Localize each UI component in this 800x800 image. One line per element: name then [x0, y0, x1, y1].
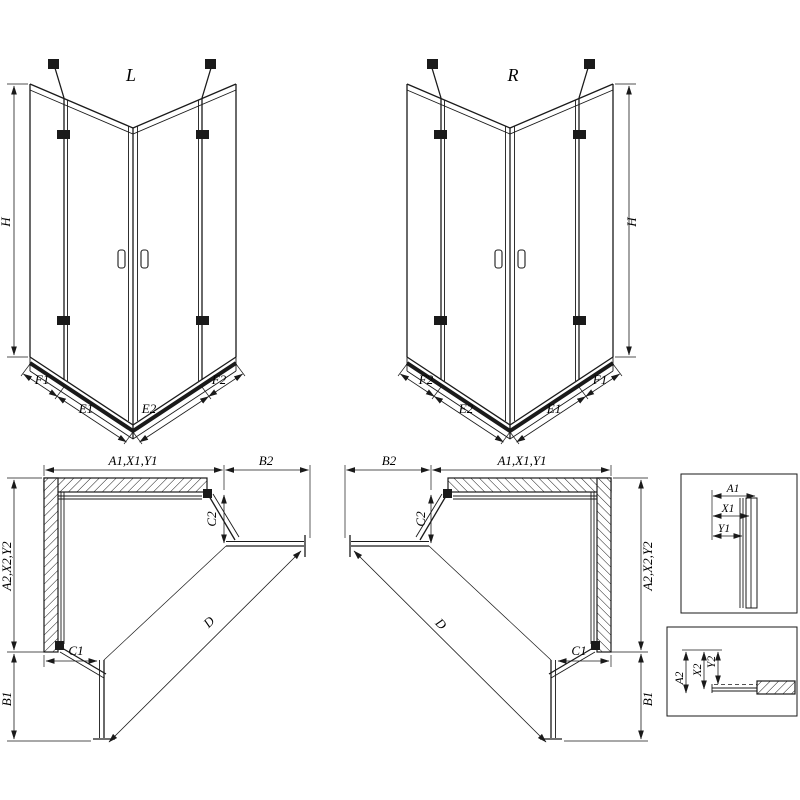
- detail-bottom-box: [666, 626, 798, 717]
- height-label-left: H: [0, 217, 13, 228]
- plan-right-b1-label: B1: [640, 692, 655, 706]
- plan-left-c1-label: C1: [68, 643, 83, 658]
- plan-left-top-width-label: A1,X1,Y1: [107, 453, 157, 468]
- segment-label-f1-left: F1: [34, 372, 49, 387]
- segment-label-e2-left: E2: [141, 401, 157, 416]
- plan-left-b1-label: B1: [0, 692, 14, 706]
- wall-glass-lines: [58, 492, 202, 644]
- detail-top-box: [680, 473, 798, 614]
- detail-x2-label: X2: [692, 663, 704, 677]
- labels: L H F1 E1 E2 F2 R H F2 E2 E1 F1 A1,X1,Y1…: [0, 65, 739, 706]
- plan-left-c2-label: C2: [204, 511, 219, 527]
- plan-left-diagonal-label: D: [199, 613, 217, 631]
- front-left-view: [7, 59, 246, 445]
- wall-brackets: [48, 59, 216, 99]
- detail-a2-label: A2: [674, 671, 686, 685]
- plan-left-view: [7, 465, 311, 743]
- segment-label-e1-right: E1: [546, 401, 561, 416]
- plan-right-depth-label: A2,X2,Y2: [640, 541, 655, 592]
- width-dimension-chain: [20, 363, 246, 445]
- detail-y2-label: Y2: [706, 656, 718, 668]
- plan-dimension-lines: [7, 465, 311, 743]
- detail-a1-label: A1: [726, 483, 740, 495]
- height-dimension-line: [7, 83, 28, 358]
- door-hinges: [57, 130, 209, 325]
- wall-profile-section-horizontal: [711, 680, 796, 695]
- segment-label-f2-right: F2: [418, 372, 434, 387]
- walls: [43, 477, 208, 653]
- detail-y1-label: Y1: [718, 523, 730, 535]
- profile-dimension-lines: [682, 649, 722, 694]
- wall-profile-section-vertical: [739, 497, 758, 609]
- segment-label-e1-left: E1: [78, 401, 93, 416]
- door-handles: [117, 249, 149, 269]
- door-panels: [55, 489, 306, 740]
- variant-label-right: R: [507, 65, 519, 85]
- plan-right-c1-label: C1: [571, 643, 586, 658]
- plan-right-side-panel-label: B2: [382, 453, 397, 468]
- segment-label-e2-right: E2: [458, 401, 474, 416]
- glass-panels: [29, 83, 237, 439]
- plan-right-c2-label: C2: [413, 511, 428, 527]
- plan-right-view: [345, 465, 648, 742]
- plan-left-depth-label: A2,X2,Y2: [0, 541, 14, 592]
- height-label-right: H: [624, 217, 639, 228]
- plan-right-top-width-label: A1,X1,Y1: [496, 453, 546, 468]
- profile-dimension-lines: [711, 490, 756, 540]
- plan-right-diagonal-label: D: [432, 614, 450, 632]
- segment-label-f1-right: F1: [592, 372, 607, 387]
- variant-label-left: L: [125, 65, 136, 85]
- segment-label-f2-left: F2: [211, 372, 227, 387]
- detail-x1-label: X1: [721, 503, 735, 515]
- plan-left-side-panel-label: B2: [259, 453, 274, 468]
